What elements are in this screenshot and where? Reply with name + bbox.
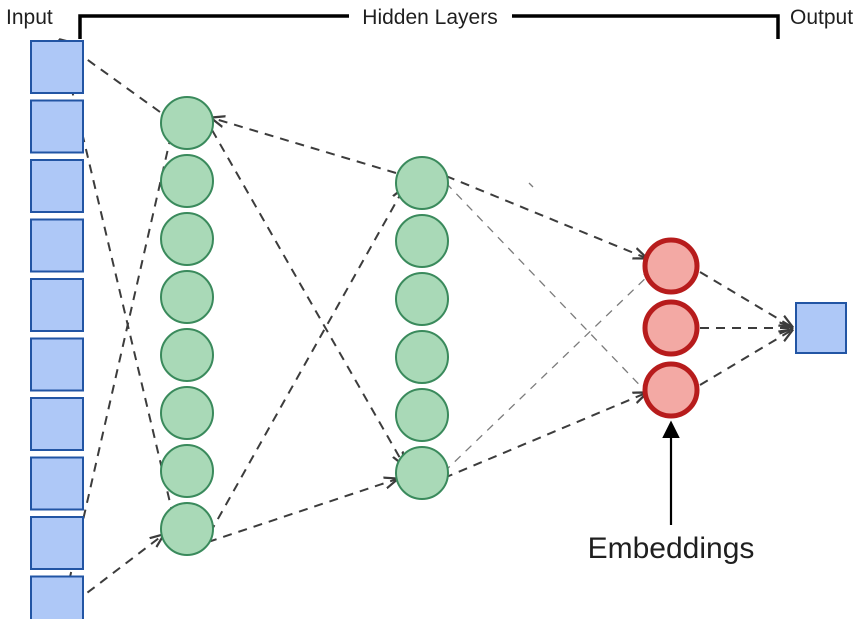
hidden-layers-label: Hidden Layers bbox=[362, 6, 497, 29]
hidden-node bbox=[395, 156, 449, 210]
hidden-node bbox=[395, 330, 449, 384]
edges-embeddings-to-output bbox=[699, 271, 792, 386]
edge-connector bbox=[443, 272, 652, 473]
input-node bbox=[30, 456, 84, 511]
hidden-node bbox=[395, 272, 449, 326]
hidden-node bbox=[160, 328, 214, 382]
input-node bbox=[30, 516, 84, 570]
hidden-node bbox=[160, 96, 214, 150]
edges-hidden2-to-embeddings bbox=[443, 175, 652, 479]
hidden-node bbox=[395, 446, 449, 500]
embeddings-label: Embeddings bbox=[588, 532, 755, 565]
embedding-node bbox=[642, 361, 700, 419]
input-label: Input bbox=[6, 6, 53, 29]
input-node bbox=[30, 218, 84, 273]
hidden-node bbox=[160, 502, 214, 556]
input-node bbox=[30, 40, 84, 94]
embedding-node bbox=[642, 299, 700, 357]
edge-connector bbox=[212, 118, 397, 174]
output-node bbox=[795, 302, 847, 354]
edge-connector bbox=[445, 182, 652, 398]
hidden-node bbox=[160, 444, 214, 498]
hidden-layers-bracket bbox=[78, 14, 780, 39]
input-node bbox=[30, 278, 84, 332]
hidden-node bbox=[395, 388, 449, 442]
hidden-node bbox=[160, 212, 214, 266]
edge-connector bbox=[445, 175, 646, 258]
hidden-node bbox=[160, 154, 214, 208]
hidden-node bbox=[160, 386, 214, 440]
stray-tick-mark bbox=[528, 182, 534, 188]
edge-connector bbox=[443, 393, 646, 479]
hidden-node bbox=[395, 214, 449, 268]
edge-connector bbox=[699, 271, 792, 327]
bracket-left-tick bbox=[78, 14, 349, 39]
edge-connector bbox=[211, 129, 404, 465]
edge-connector bbox=[209, 188, 404, 534]
input-node bbox=[30, 99, 84, 154]
output-label: Output bbox=[790, 6, 853, 29]
embedding-node bbox=[642, 237, 700, 295]
edges-hidden1-to-hidden2 bbox=[207, 118, 404, 543]
edge-connector bbox=[699, 330, 792, 386]
input-node bbox=[30, 159, 84, 213]
input-node bbox=[30, 337, 84, 392]
input-node bbox=[30, 397, 84, 451]
bracket-right-tick bbox=[512, 14, 780, 39]
input-node bbox=[30, 575, 84, 619]
edge-connector bbox=[207, 479, 397, 543]
network-nodes bbox=[30, 40, 847, 619]
hidden-node bbox=[160, 270, 214, 324]
